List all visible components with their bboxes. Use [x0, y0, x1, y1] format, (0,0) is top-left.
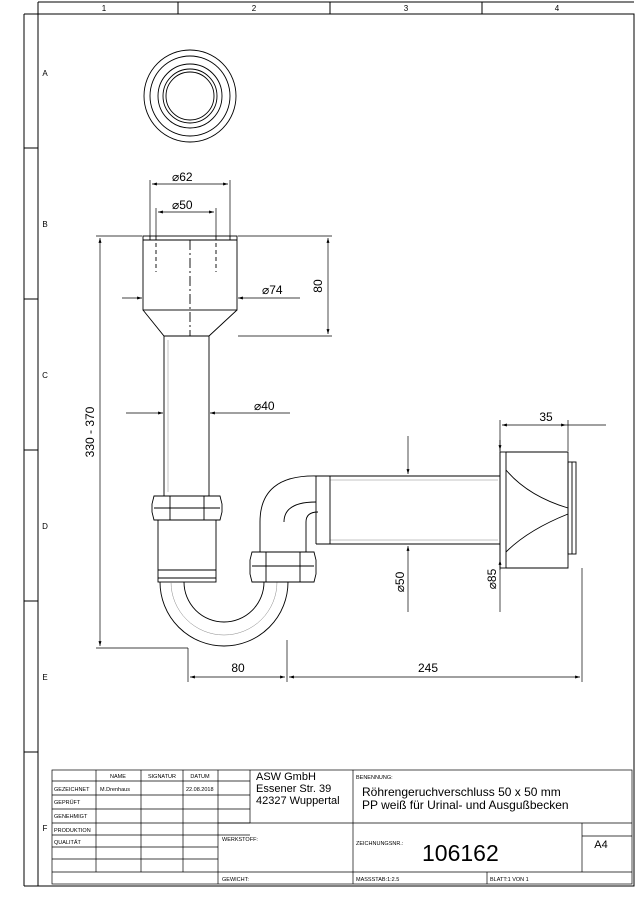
tb-role-qualitaet: QUALITÄT	[54, 839, 82, 846]
tb-company-street: Essener Str. 39	[256, 783, 331, 795]
dim-diameter-40: ⌀40	[254, 399, 275, 413]
grid-row-f: F	[43, 824, 48, 833]
dim-height-80: 80	[311, 279, 325, 293]
tb-header-name: NAME	[110, 774, 126, 780]
tb-blatt: BLATT:1 VON 1	[490, 877, 529, 883]
grid-row-e: E	[42, 673, 47, 682]
tb-role-gezeichnet: GEZEICHNET	[54, 787, 90, 793]
grid-col-4: 4	[555, 4, 560, 13]
tb-drawn-by: M.Drenhaus	[100, 787, 130, 793]
title-block	[51, 769, 633, 885]
dim-width-80: 80	[231, 661, 245, 675]
dim-diameter-74: ⌀74	[262, 283, 283, 297]
dim-diameter-50-side: ⌀50	[393, 571, 407, 592]
tb-header-datum: DATUM	[190, 774, 210, 780]
dim-diameter-85: ⌀85	[485, 568, 499, 589]
tb-header-signatur: SIGNATUR	[148, 774, 176, 780]
tb-role-produktion: PRODUKTION	[54, 828, 91, 834]
tb-benennung-line2: PP weiß für Urinal- und Ausgußbecken	[362, 798, 569, 812]
dimension-lines	[96, 180, 606, 682]
drawing-frame	[23, 1, 635, 887]
top-view-rings	[143, 49, 237, 143]
dim-width-35: 35	[539, 410, 553, 424]
tb-drawn-date: 22.08.2018	[186, 787, 214, 793]
grid-col-2: 2	[252, 4, 257, 13]
grid-row-d: D	[42, 522, 48, 531]
tb-massstab: MASSSTAB:1:2.5	[356, 877, 399, 883]
tb-werkstoff-label: WERKSTOFF:	[222, 837, 258, 843]
grid-col-1: 1	[102, 4, 107, 13]
tb-role-geprueft: GEPRÜFT	[54, 799, 81, 806]
dim-diameter-62: ⌀62	[172, 170, 193, 184]
grid-row-a: A	[42, 69, 48, 78]
dim-width-245: 245	[418, 661, 438, 675]
dim-height-330-370: 330 - 370	[83, 406, 97, 457]
tb-company-name: ASW GmbH	[256, 771, 316, 783]
grid-col-3: 3	[404, 4, 409, 13]
grid-row-b: B	[42, 220, 47, 229]
tb-zeichnungsnr: 106162	[422, 840, 499, 866]
tb-role-genehmigt: GENEHMIGT	[54, 814, 88, 820]
tb-benennung-line1: Röhrengeruchverschluss 50 x 50 mm	[362, 785, 561, 799]
tb-company-city: 42327 Wuppertal	[256, 795, 340, 807]
tb-format: A4	[594, 839, 607, 851]
grid-row-c: C	[42, 371, 48, 380]
tb-benennung-label: BENENNUNG:	[356, 775, 393, 781]
tb-gewicht-label: GEWICHT:	[222, 877, 249, 883]
dim-diameter-50-top: ⌀50	[172, 198, 193, 212]
tb-zeichnungsnr-label: ZEICHNUNGSNR.:	[356, 841, 404, 847]
siphon-body	[142, 235, 577, 647]
